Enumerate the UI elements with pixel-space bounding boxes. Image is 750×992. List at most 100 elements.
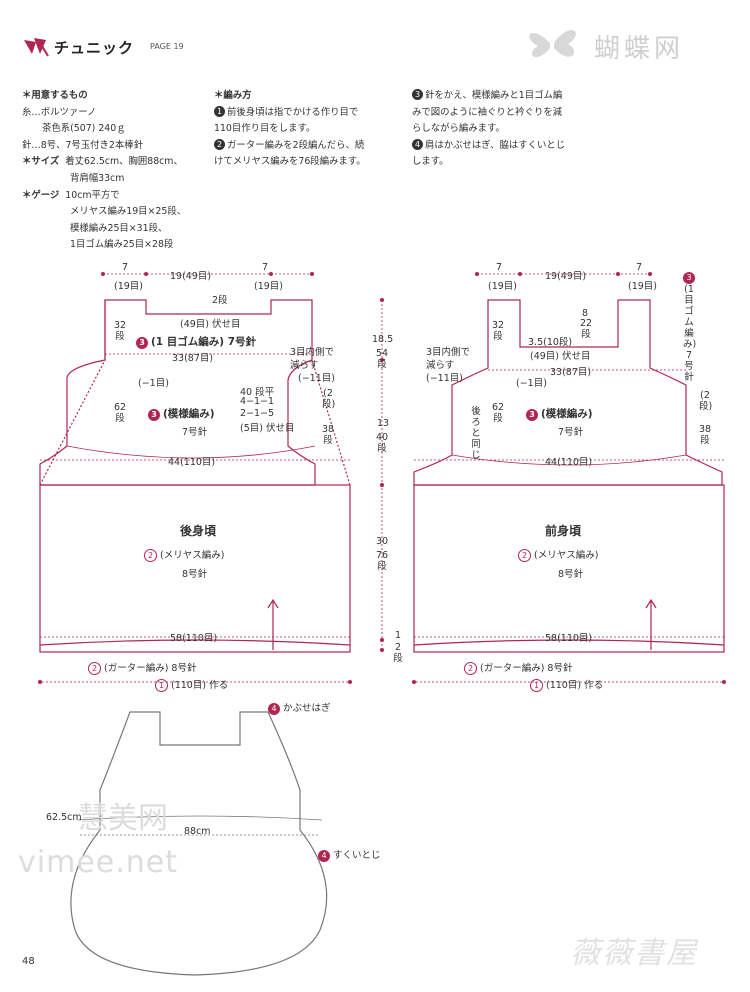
back-width-58: 58(110目) — [170, 633, 218, 644]
front-name: 前身頃 — [545, 524, 582, 538]
step2-line1: ガーター編みを2段編んだら、続 — [227, 139, 365, 151]
size-line2: 背肩幅33cm — [70, 172, 125, 184]
front-rows-2: (2段) — [699, 390, 713, 412]
front-garter: 2(ガーター編み) 8号針 — [464, 660, 572, 675]
back-dim-right: 7 — [262, 262, 269, 273]
gauge-line4: 1目ゴム編み25目×28段 — [70, 239, 174, 251]
back-decrease-note1: 3目内側で — [290, 347, 335, 358]
back-outline — [39, 299, 316, 486]
gauge-line2: メリヤス編み19目×25段、 — [70, 206, 187, 218]
gauge-line1: 10cm平方で — [65, 189, 120, 201]
center-d1: 18.5 — [372, 334, 394, 345]
back-width-44: 44(110目) — [168, 457, 216, 468]
back-pattern-needle: 7号針 — [182, 427, 208, 438]
front-rows-8: 8 — [582, 308, 589, 319]
size-line1: 着丈62.5cm、胸囲88cm、 — [65, 156, 183, 168]
step2-line2: けてメリヤス編みを76段編みます。 — [214, 156, 366, 168]
front-stockinette: 2(メリヤス編み) — [518, 547, 598, 562]
center-d3: 30 — [376, 536, 389, 547]
step1-line1: 前後身頃は指でかける作り目で — [227, 106, 359, 118]
front-rib-side-label: 3(1目ゴム編み) 7号針 — [683, 272, 697, 383]
back-dec-table3: 2−1−5 — [240, 408, 275, 419]
back-rib-label: 3(1 目ゴム編み) 7号針 — [136, 334, 256, 349]
back-shoulder-line — [39, 359, 351, 486]
front-stockinette-needle: 8号針 — [558, 569, 584, 580]
butterfly-logo-icon — [529, 29, 576, 58]
front-decrease-count: (−11目) — [426, 373, 463, 384]
watermark-mid1: 慧美网 — [78, 801, 168, 836]
front-minus1: (−1目) — [516, 378, 547, 389]
back-name: 後身頃 — [180, 524, 217, 538]
front-same-as-back: 後ろと同じ — [471, 406, 481, 461]
gauge-line3: 模様編み25目×31段、 — [70, 222, 168, 234]
front-outline — [413, 299, 723, 486]
step3-number: 3 — [412, 89, 423, 100]
back-lower-body — [39, 484, 351, 653]
back-neck-rows: 2段 — [212, 295, 228, 306]
materials-heading: ＊用意するもの — [22, 90, 88, 101]
center-d4: 1 — [395, 630, 402, 641]
step2-number: 2 — [214, 138, 225, 150]
center-d2-rows: 40段 — [376, 432, 389, 454]
center-d1-rows: 54段 — [376, 348, 389, 370]
watermark-bottom: 薇薇書屋 — [570, 936, 698, 971]
front-rows-62: 62段 — [492, 402, 505, 424]
gauge-heading: ＊ゲージ — [22, 189, 60, 201]
back-stockinette-needle: 8号針 — [182, 569, 208, 580]
front-dim-right-sub: (19目) — [628, 281, 658, 292]
front-width-58: 58(110目) — [545, 633, 593, 644]
front-dim-right: 7 — [636, 262, 643, 273]
back-minus1: (−1目) — [138, 378, 169, 389]
back-dim-mid: 19(49目) — [170, 271, 212, 282]
front-width-44: 44(110目) — [545, 457, 593, 468]
page-number: 48 — [22, 956, 35, 967]
front-dim-left: 7 — [496, 262, 503, 273]
step4-number: 4 — [412, 138, 423, 150]
front-neck-dim: 3.5(10段) — [528, 337, 573, 348]
back-cast-on: 1(110目) 作る — [155, 677, 228, 692]
back-garter: 2(ガーター編み) 8号針 — [88, 660, 196, 675]
front-dim-mid: 19(49目) — [545, 271, 587, 282]
watermark-mid2: vimee.net — [18, 845, 178, 880]
back-arrow — [267, 598, 279, 650]
center-d2: 13 — [377, 418, 390, 429]
step3-line2: みで図のように袖ぐりと衿ぐりを減 — [412, 106, 563, 118]
front-rows-38: 38段 — [699, 424, 712, 446]
size-heading: ＊サイズ — [22, 156, 60, 168]
back-dim-left: 7 — [122, 262, 129, 273]
front-dim-left-sub: (19目) — [488, 281, 518, 292]
yarn-line: 糸…ボルツァーノ — [22, 106, 97, 118]
back-dec-table2: 4−1−1 — [240, 396, 275, 407]
step1-number: 1 — [214, 105, 225, 117]
back-decrease-count: (−11目) — [298, 373, 335, 384]
front-decrease-note2: 減らす — [426, 360, 455, 371]
back-neck-bind: (49目) 伏せ目 — [180, 319, 241, 330]
front-decrease-note1: 3目内側で — [426, 347, 471, 358]
materials-section: ＊用意するもの 糸…ボルツァーノ 茶色系(507) 240ｇ 針…8号、7号玉付… — [22, 88, 212, 254]
method-heading: ＊編み方 — [214, 90, 252, 101]
back-rib-rows: 32段 — [114, 320, 127, 342]
back-decrease-note2: 減らす — [290, 360, 319, 371]
assembly-chest: 88cm — [184, 826, 211, 837]
back-pattern-label: 3(模様編み) — [148, 406, 215, 421]
needles-line: 針…8号、7号玉付き2本棒針 — [22, 139, 144, 151]
page-title: チュニック — [54, 39, 135, 57]
assembly-length: 62.5cm — [46, 812, 82, 823]
step3-line1: 針をかえ、模様編みと1目ゴム編 — [425, 90, 563, 101]
center-d4-rows: 2段 — [393, 642, 403, 664]
step4-line1: 肩はかぶせはぎ、脇はすくいとじ — [425, 139, 566, 151]
back-stockinette: 2(メリヤス編み) — [144, 547, 224, 562]
front-width-33: 33(87目) — [550, 367, 592, 378]
front-pattern-needle: 7号針 — [558, 427, 584, 438]
front-rib-rows: 32段 — [492, 320, 505, 342]
back-rows-2: (2段) — [322, 388, 336, 410]
step3-line3: らしながら編みます。 — [412, 123, 505, 135]
front-rows-22: 22段 — [580, 318, 593, 340]
yarn-color: 茶色系(507) 240ｇ — [42, 123, 126, 135]
front-cast-on: 1(110目) 作る — [530, 677, 603, 692]
step1-line2: 110目作り目をします。 — [214, 123, 316, 135]
